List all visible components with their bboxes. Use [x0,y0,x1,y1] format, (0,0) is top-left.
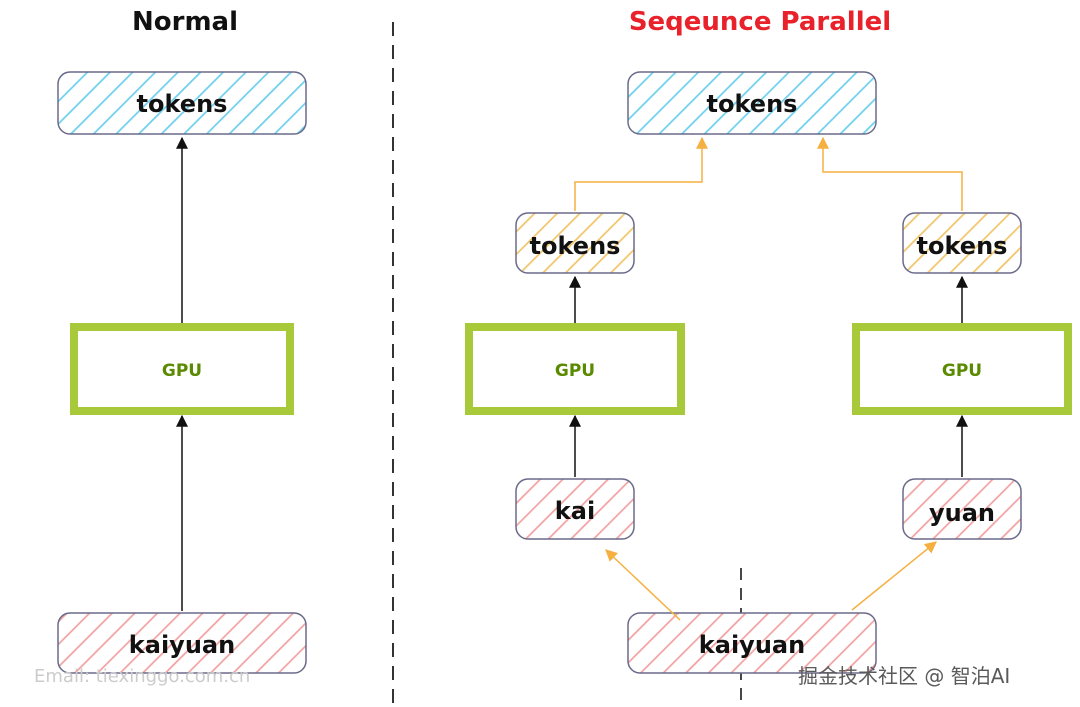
normal-gpu-box: GPU [70,323,294,415]
sp-left-gpu-label: GPU [555,361,595,381]
sp-kai-label: kai [555,497,595,525]
sp-right-merge-arrow [817,136,963,211]
watermark: 掘金技术社区 @ 智泊AI [798,664,1010,688]
sp-right-tokens-box: tokens [902,212,1022,274]
sp-split-arrow-to-yuan [851,541,937,611]
sp-right-gpu-box: GPU [852,323,1072,415]
sp-kai-box: kai [515,478,635,540]
sp-kaiyuan-box: kaiyuan [627,612,877,674]
sp-left-gpu-box: GPU [465,323,685,415]
normal-kaiyuan-box: kaiyuan [57,612,307,674]
sp-left-merge-arrow [574,136,708,211]
sp-tokens-label: tokens [707,90,798,118]
sp-left-tokens-box: tokens [515,212,635,274]
sequence-parallel-title: Seqeunce Parallel [629,7,891,37]
normal-title: Normal [132,7,238,37]
sp-right-tokens-label: tokens [917,232,1008,260]
sp-right-gpu-label: GPU [942,361,982,381]
sp-yuan-box: yuan [902,478,1022,540]
normal-tokens-label: tokens [137,90,228,118]
sp-tokens-box: tokens [627,71,877,135]
sp-yuan-label: yuan [929,499,995,527]
sp-left-tokens-label: tokens [530,232,621,260]
sp-kaiyuan-label: kaiyuan [699,631,805,659]
normal-gpu-label: GPU [162,361,202,381]
sp-split-arrow-to-kai [605,549,681,621]
faint-watermark: Email: tiexinggo.com.cn [34,666,250,687]
normal-tokens-box: tokens [57,71,307,135]
normal-kaiyuan-label: kaiyuan [129,631,235,659]
